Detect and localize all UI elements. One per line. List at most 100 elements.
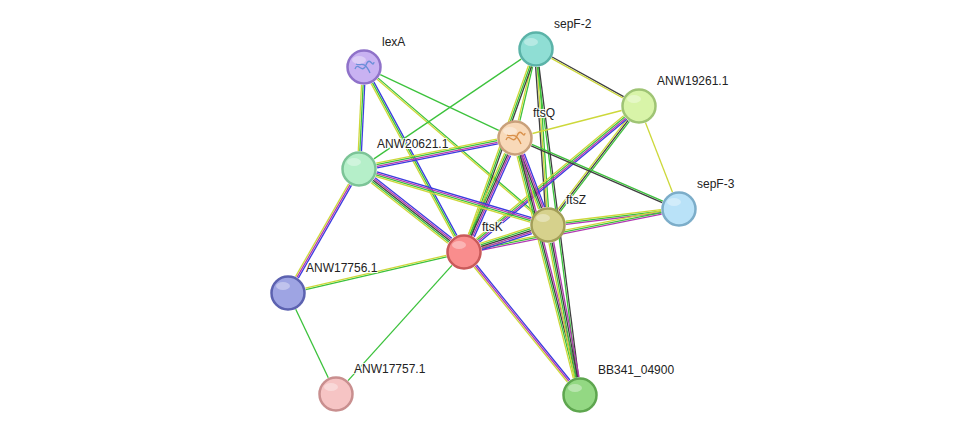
evidence-strand <box>348 265 452 380</box>
node-circle <box>661 191 697 227</box>
protein-label: sepF-3 <box>697 177 734 191</box>
evidence-strand <box>551 243 576 378</box>
interaction-edge <box>305 255 446 289</box>
protein-label: lexA <box>382 35 405 49</box>
node-circle <box>530 207 566 243</box>
evidence-strand <box>377 79 534 214</box>
node-fill <box>564 379 597 412</box>
evidence-strand <box>552 243 577 378</box>
node-fill <box>532 209 565 242</box>
interaction-edge <box>474 265 570 382</box>
protein-node: ANW20621.1 <box>341 151 377 187</box>
interaction-edge <box>531 144 663 202</box>
protein-node: sepF-3 <box>661 191 697 227</box>
evidence-strand <box>471 154 507 235</box>
protein-label: BB341_04900 <box>598 363 674 377</box>
node-highlight <box>667 198 681 206</box>
evidence-strand <box>531 146 662 203</box>
node-highlight <box>536 214 550 222</box>
evidence-strand <box>551 58 623 98</box>
evidence-strand <box>380 75 498 131</box>
protein-node: ftsK <box>446 234 482 270</box>
node-highlight <box>568 384 582 392</box>
node-highlight <box>347 158 361 166</box>
protein-label: ANW19261.1 <box>657 74 728 88</box>
protein-node: ftsZ <box>530 207 566 243</box>
protein-node: ANW17757.1 <box>318 376 354 412</box>
node-fill <box>663 193 696 226</box>
evidence-strand <box>474 267 567 382</box>
evidence-strand <box>376 176 530 222</box>
interaction-edge <box>549 242 579 378</box>
evidence-strand <box>376 175 530 221</box>
protein-label: ANW17757.1 <box>354 362 425 376</box>
evidence-strand <box>520 155 576 377</box>
interaction-edge <box>377 78 535 214</box>
evidence-strand <box>305 255 446 288</box>
evidence-strand <box>522 155 578 377</box>
evidence-strand <box>372 181 449 242</box>
evidence-strand <box>306 257 447 290</box>
interaction-edge <box>376 172 532 222</box>
interaction-edge <box>551 57 623 98</box>
evidence-strand <box>473 155 509 236</box>
evidence-strand <box>477 265 570 380</box>
node-highlight <box>276 282 290 290</box>
node-circle <box>446 234 482 270</box>
protein-node: sepF-2 <box>518 31 554 67</box>
node-highlight <box>452 241 466 249</box>
interaction-edge <box>517 155 578 378</box>
node-highlight <box>324 383 338 391</box>
node-circle <box>270 275 306 311</box>
protein-label: sepF-2 <box>554 17 591 31</box>
protein-label: ftsZ <box>566 193 586 207</box>
protein-node: lexA <box>346 49 382 85</box>
evidence-strand <box>552 57 624 97</box>
interaction-edge <box>481 211 661 250</box>
interaction-edge <box>358 85 364 151</box>
node-circle <box>497 120 533 156</box>
protein-label: ftsK <box>482 220 503 234</box>
node-highlight <box>524 38 538 46</box>
evidence-strand <box>474 156 510 237</box>
evidence-strand <box>470 154 506 235</box>
interaction-edge <box>296 309 329 377</box>
protein-label: ANW17756.1 <box>306 261 377 275</box>
evidence-strand <box>296 309 329 377</box>
node-circle <box>621 88 657 124</box>
evidence-strand <box>377 172 531 218</box>
interaction-edge <box>348 265 452 380</box>
node-circle <box>318 376 354 412</box>
protein-node: ANW17756.1 <box>270 275 306 311</box>
evidence-strand <box>519 156 575 378</box>
node-fill <box>348 51 381 84</box>
evidence-strand <box>646 123 673 192</box>
node-circle <box>518 31 554 67</box>
node-highlight <box>352 56 366 64</box>
evidence-strand <box>517 156 573 378</box>
node-fill <box>623 90 656 123</box>
node-highlight <box>627 95 641 103</box>
node-circle <box>341 151 377 187</box>
evidence-strand <box>475 266 568 381</box>
evidence-strand <box>482 214 662 250</box>
node-fill <box>499 122 532 155</box>
structure-glyph <box>506 132 525 144</box>
node-fill <box>520 33 553 66</box>
evidence-strand <box>373 180 450 241</box>
evidence-strand <box>554 242 579 377</box>
protein-label: ANW20621.1 <box>377 137 448 151</box>
evidence-strand <box>371 183 448 244</box>
interaction-edge <box>468 153 510 237</box>
evidence-strand <box>532 144 663 201</box>
protein-node: ftsQ <box>497 120 533 156</box>
evidence-strand <box>358 85 361 151</box>
node-circle <box>562 377 598 413</box>
node-fill <box>448 236 481 269</box>
node-fill <box>343 153 376 186</box>
protein-node: BB341_04900 <box>562 377 598 413</box>
evidence-strand <box>468 153 504 234</box>
node-fill <box>320 378 353 411</box>
protein-label: ftsQ <box>533 106 555 120</box>
